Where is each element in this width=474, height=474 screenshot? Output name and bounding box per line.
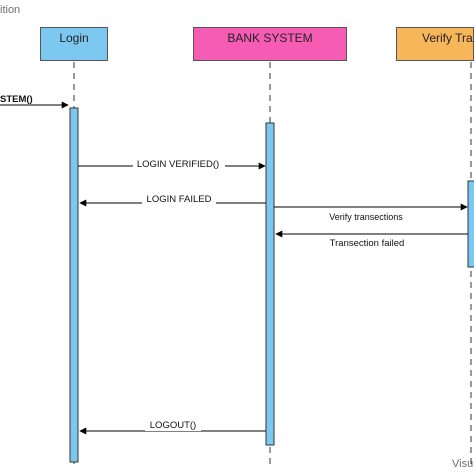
activation-verify-transaction xyxy=(467,180,474,268)
message-verify-transactions-label: Verify transections xyxy=(329,212,403,222)
message-logout-label: LOGOUT() xyxy=(150,420,196,431)
participant-bank-system[interactable]: BANK SYSTEM xyxy=(193,27,347,61)
diagram-title-fragment: ition xyxy=(0,4,21,16)
message-login-failed-label: LOGIN FAILED xyxy=(147,194,212,205)
participant-login[interactable]: Login xyxy=(40,27,108,61)
message-enter-system-label: STEM() xyxy=(0,94,33,105)
participant-verify-transaction[interactable]: Verify Tran xyxy=(396,27,474,61)
message-transaction-failed-label: Transection failed xyxy=(330,238,405,249)
activation-bank-system xyxy=(265,122,275,446)
watermark-fragment: Visu xyxy=(452,458,474,470)
activation-login xyxy=(69,107,79,463)
message-login-verified-label: LOGIN VERIFIED() xyxy=(137,159,219,170)
